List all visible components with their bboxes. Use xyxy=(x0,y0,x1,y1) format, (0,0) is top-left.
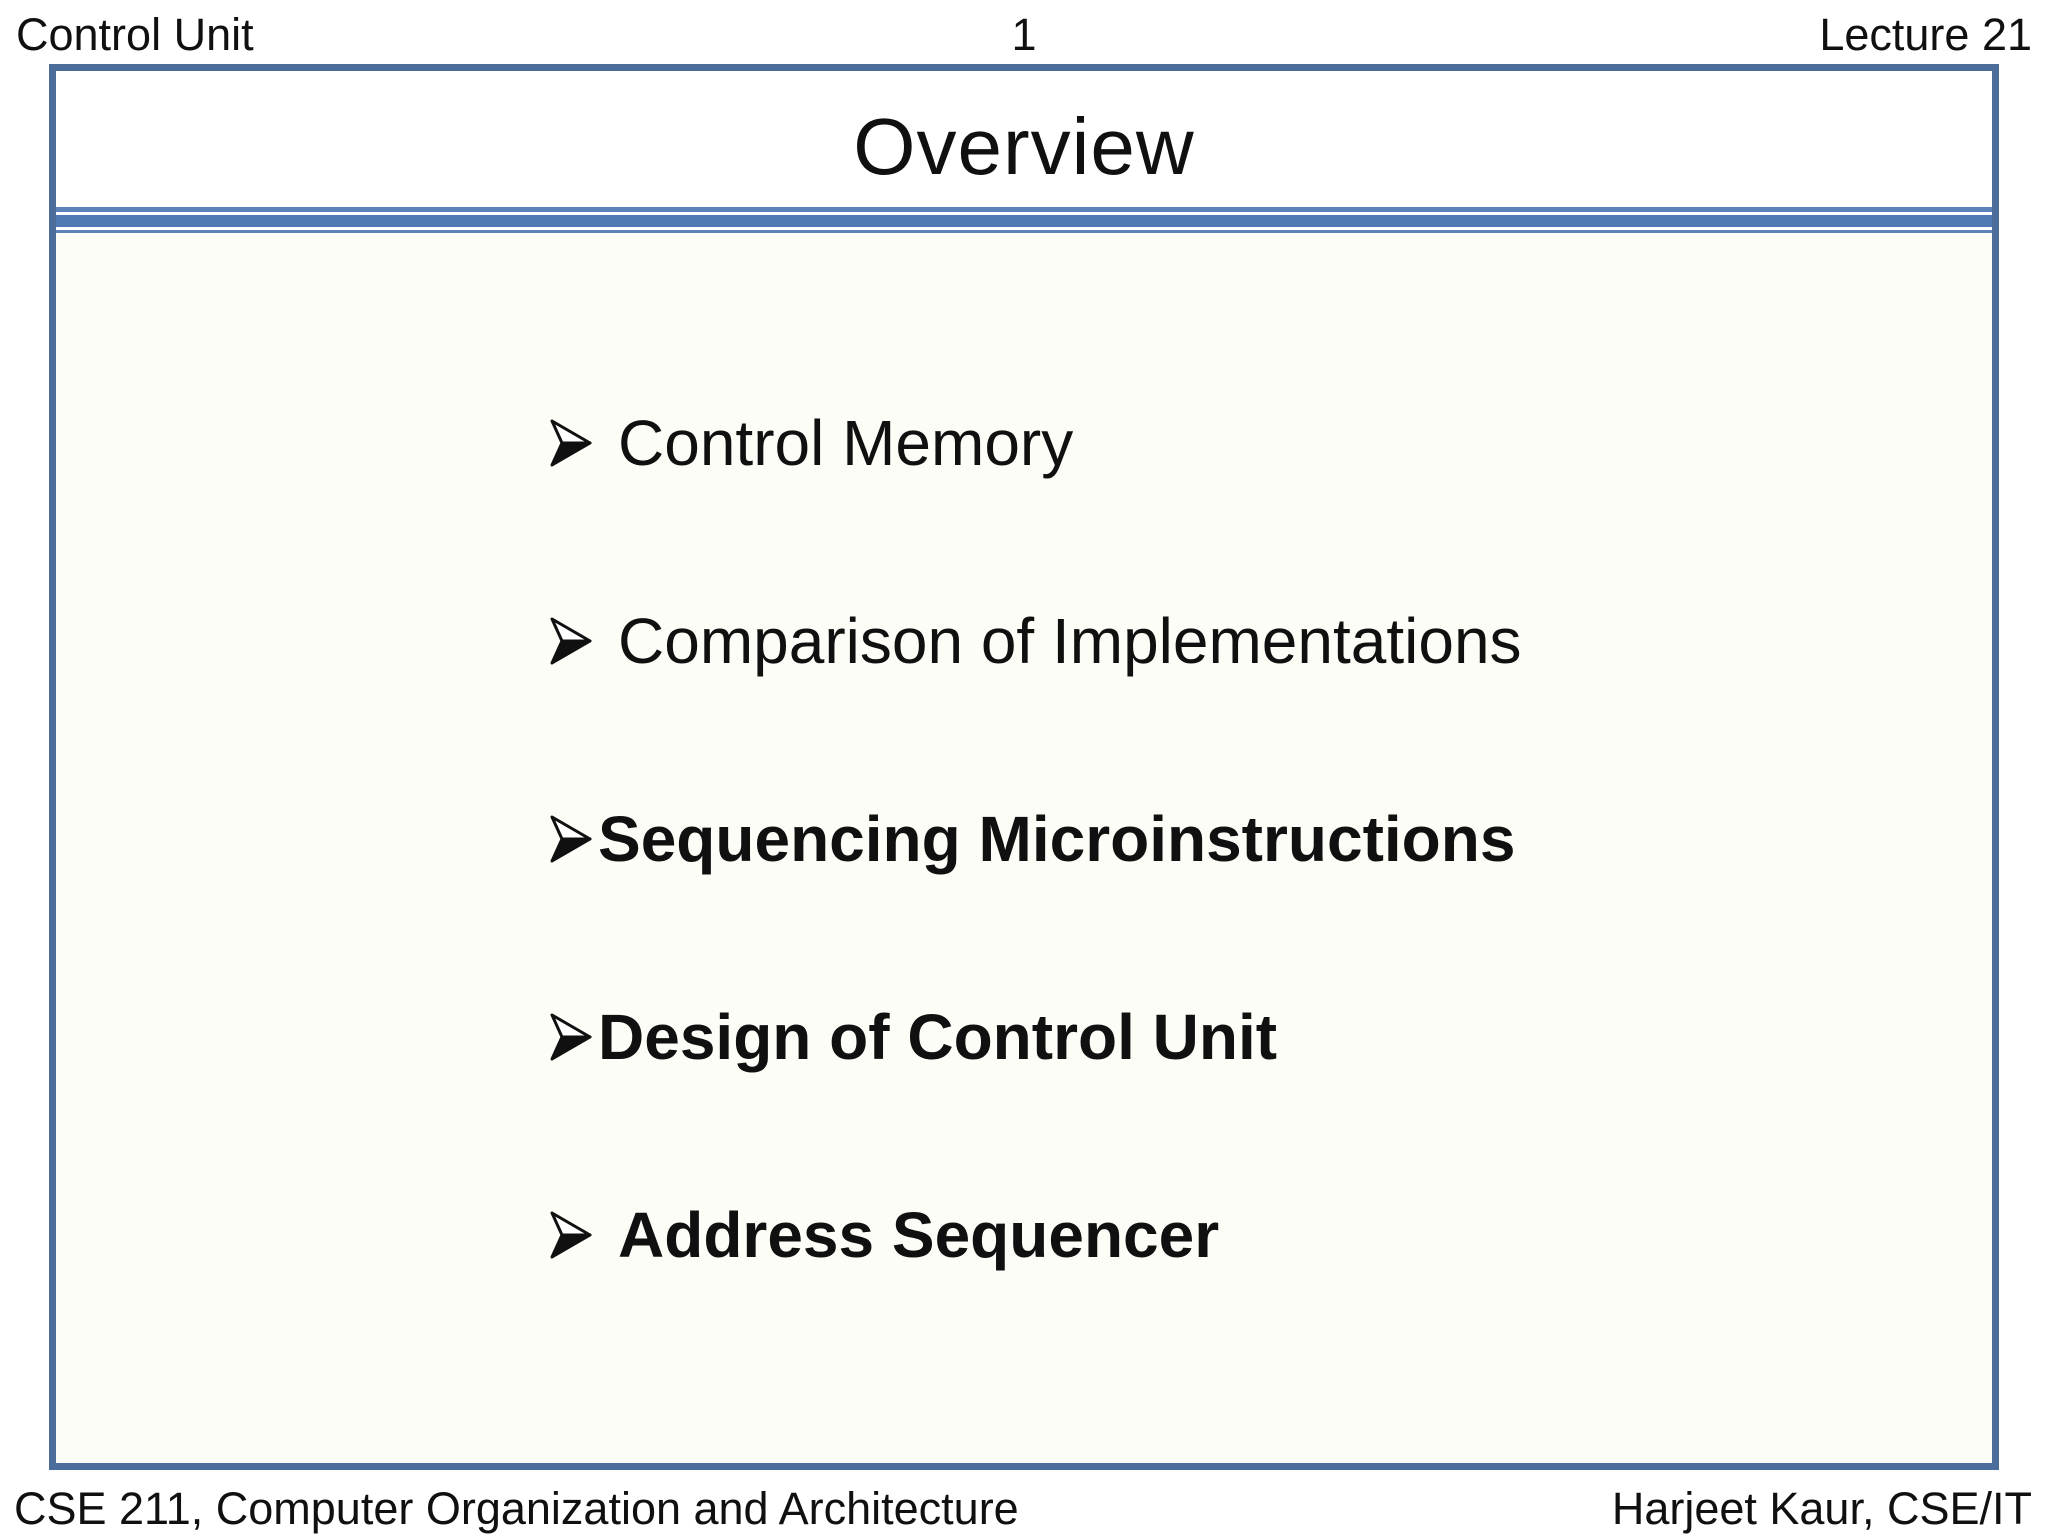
separator-line-top xyxy=(56,207,1992,212)
separator-band xyxy=(56,215,1992,227)
arrowhead-3d-icon xyxy=(550,419,592,467)
separator-line-bottom xyxy=(56,230,1992,233)
list-item: Comparison of Implementations xyxy=(548,602,1992,680)
header-course-label: Control Unit xyxy=(16,9,254,60)
list-item: Address Sequencer xyxy=(548,1196,1992,1274)
slide-title: Overview xyxy=(853,102,1195,191)
footer-course-title: CSE 211, Computer Organization and Archi… xyxy=(14,1483,1019,1534)
footer-author: Harjeet Kaur, CSE/IT xyxy=(1611,1483,2032,1534)
arrowhead-3d-icon xyxy=(550,815,592,863)
arrowhead-3d-icon xyxy=(550,1211,592,1259)
bullet-text: Address Sequencer xyxy=(618,1199,1220,1271)
bullet-list: Control Memory Comparison of Implementat… xyxy=(56,233,1992,1274)
slide-title-area: Overview xyxy=(56,71,1992,207)
arrowhead-3d-icon xyxy=(550,617,592,665)
list-item: Control Memory xyxy=(548,404,1992,482)
arrowhead-3d-icon xyxy=(550,1013,592,1061)
slide-frame: Overview Control Memory Comparison of Im… xyxy=(49,64,1999,1470)
list-item: Design of Control Unit xyxy=(548,998,1992,1076)
separator-gap xyxy=(56,227,1992,230)
page-number: 1 xyxy=(1011,9,1037,60)
header-lecture-label: Lecture 21 xyxy=(1819,9,2032,60)
bullet-text: Comparison of Implementations xyxy=(618,605,1522,677)
bullet-text: Sequencing Microinstructions xyxy=(598,803,1516,875)
separator-gap xyxy=(56,212,1992,215)
title-separator xyxy=(56,207,1992,233)
bullet-text: Control Memory xyxy=(618,407,1074,479)
bullet-text: Design of Control Unit xyxy=(598,1001,1278,1073)
list-item: Sequencing Microinstructions xyxy=(548,800,1992,878)
